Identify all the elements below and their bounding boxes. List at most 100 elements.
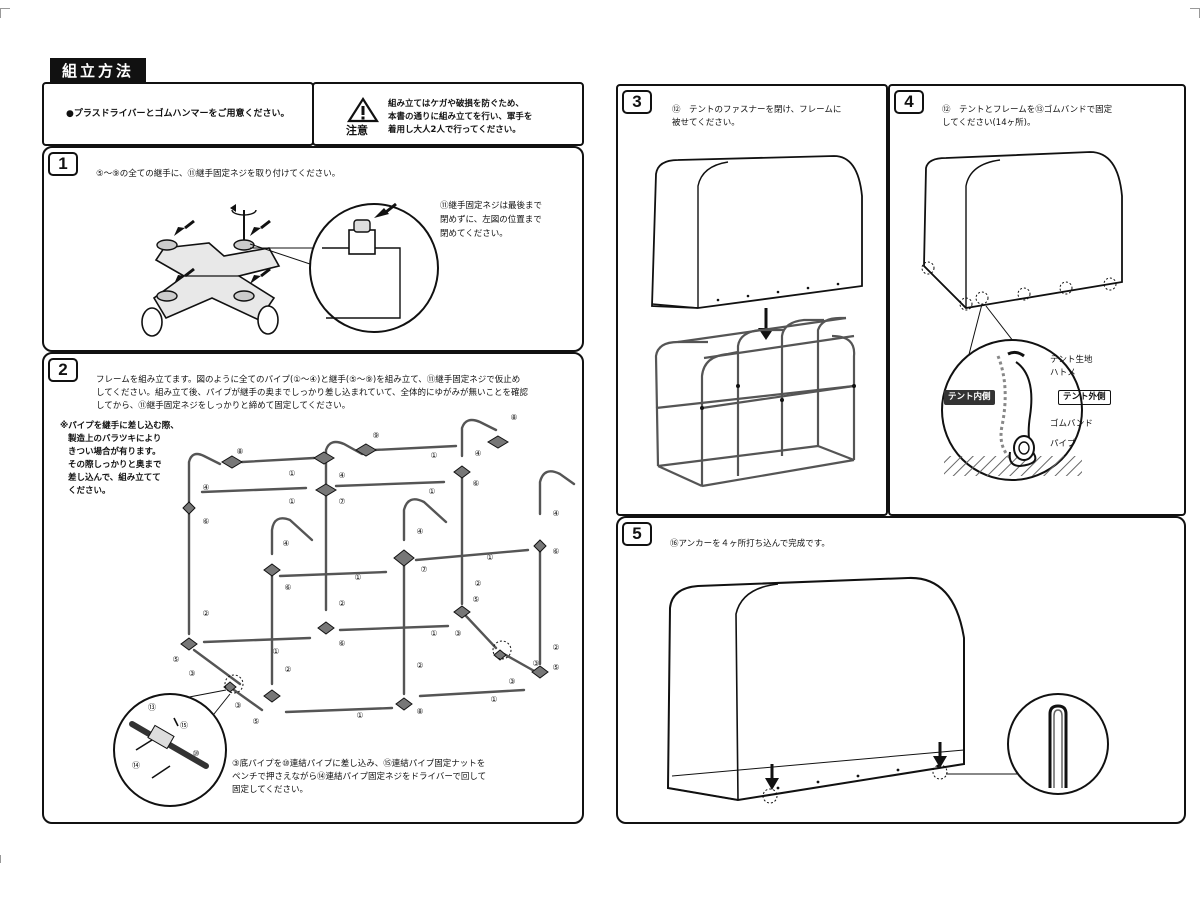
label-pipe-14: ⑭ — [132, 761, 140, 770]
caution-line-3: 着用し大人2人で行ってください。 — [388, 125, 521, 135]
tools-note: ●プラスドライバーとゴムハンマーをご用意ください。 — [66, 109, 290, 119]
frame-exploded-diagram: ① ① ④ ④ ① ⑦ ① ⑥ ④ ⑥ ④ ④ ④ ⑥ ① ⑦ ① ⑥ ② ② … — [113, 413, 576, 807]
step-2-side-note-line-5: 差し込んで、組み立てて — [68, 473, 161, 483]
caution-label: 注意 — [346, 124, 368, 137]
label-pipe-4: ④ — [282, 539, 289, 548]
step-1-note-line-1: ⑪継手固定ネジは最後まで — [440, 201, 543, 211]
label-pipe-5: ⑤ — [252, 717, 259, 726]
step-2-bottom-note-line-2: ペンチで押さえながら⑭連結パイプ固定ネジをドライバーで回して — [232, 772, 487, 782]
label-pipe-1: ① — [430, 451, 437, 460]
label-pipe-1: ① — [288, 469, 295, 478]
cross-joint-illustration — [141, 202, 439, 337]
label-pipe-4: ④ — [338, 471, 345, 480]
step-2-instruction-line-3: してから、⑪継手固定ネジをしっかりと締めて固定してください。 — [96, 401, 351, 411]
label-pipe-7: ⑦ — [420, 565, 427, 574]
label-pipe-1: ① — [354, 573, 361, 582]
tent-over-frame-illustration — [651, 155, 863, 488]
caution-line-1: 組み立てはケガや破損を防ぐため、 — [388, 99, 524, 109]
step-4-panel: 4 ⑫ テントとフレームを⑬ゴムバンドで固定 してください(14ヶ所)。 テント… — [888, 84, 1186, 516]
label-tent-fabric: テント生地 — [1050, 355, 1093, 365]
label-pipe-2: ② — [552, 643, 559, 652]
label-tent-inner: テント内側 — [944, 390, 995, 405]
label-rubber-band: ゴムバンド — [1050, 419, 1093, 429]
step-4-instruction-line-1: ⑫ テントとフレームを⑬ゴムバンドで固定 — [942, 105, 1113, 115]
label-pipe-5: ⑤ — [552, 663, 559, 672]
step-5-panel: 5 ⑯アンカーを４ヶ所打ち込んで完成です。 — [616, 516, 1186, 824]
label-pipe-1: ① — [486, 553, 493, 562]
step-3-instruction-line-2: 被せてください。 — [672, 118, 740, 128]
label-pipe-6: ⑥ — [338, 639, 345, 648]
label-pipe-4: ④ — [474, 449, 481, 458]
tools-note-box: ●プラスドライバーとゴムハンマーをご用意ください。 — [42, 82, 314, 146]
crop-mark-top-right — [1190, 8, 1200, 18]
label-pipe-3: ③ — [454, 629, 461, 638]
label-pipe-1: ① — [356, 711, 363, 720]
step-2-number: 2 — [48, 358, 78, 382]
label-pipe-3: ③ — [234, 701, 241, 710]
step-1-instruction: ⑤〜⑨の全ての継手に、⑪継手固定ネジを取り付けてください。 — [96, 169, 341, 179]
label-pipe-15: ⑮ — [180, 721, 188, 730]
step-4-number: 4 — [894, 90, 924, 114]
label-pipe-4: ④ — [416, 527, 423, 536]
step-3-instruction-line-1: ⑫ テントのファスナーを閉け、フレームに — [672, 105, 842, 115]
label-pipe-1: ① — [430, 629, 437, 638]
crop-mark-left — [0, 855, 6, 863]
label-pipe-4: ④ — [552, 509, 559, 518]
completed-tent-illustration — [666, 576, 1109, 804]
label-pipe-2: ② — [474, 579, 481, 588]
label-pipe-6: ⑥ — [552, 547, 559, 556]
warning-icon — [346, 96, 380, 123]
step-5-number: 5 — [622, 522, 652, 546]
step-3-panel: 3 ⑫ テントのファスナーを閉け、フレームに 被せてください。 — [616, 84, 888, 516]
label-pipe-5: ⑤ — [172, 655, 179, 664]
step-5-instruction: ⑯アンカーを４ヶ所打ち込んで完成です。 — [670, 539, 830, 549]
label-pipe-1: ① — [272, 647, 279, 656]
caution-box: 注意 組み立てはケガや破損を防ぐため、 本書の通りに組み立てを行い、軍手を 着用… — [312, 82, 584, 146]
label-pipe-2: ② — [284, 665, 291, 674]
label-pipe-1: ① — [288, 497, 295, 506]
step-2-instruction-line-1: フレームを組み立てます。図のように全てのパイプ(①〜④)と継手(⑤〜⑨)を組み立… — [96, 375, 521, 385]
step-4-instruction-line-2: してください(14ヶ所)。 — [942, 118, 1036, 128]
step-1-number: 1 — [48, 152, 78, 176]
step-1-note-line-3: 閉めてください。 — [440, 229, 508, 239]
step-2-side-note-line-1: ※パイプを継手に差し込む際、 — [60, 421, 179, 431]
label-pipe-4: ④ — [202, 483, 209, 492]
label-grommet: ハトメ — [1050, 368, 1076, 378]
step-2-side-note-line-2: 製造上のバラツキにより — [68, 434, 162, 444]
label-pipe-6: ⑥ — [472, 479, 479, 488]
label-tent-outer: テント外側 — [1058, 390, 1111, 405]
label-pipe-6: ⑥ — [284, 583, 291, 592]
label-pipe-1: ① — [428, 487, 435, 496]
label-pipe-9: ⑨ — [372, 431, 379, 440]
step-1-panel: 1 ⑤〜⑨の全ての継手に、⑪継手固定ネジを取り付けてください。 ⑪継手固定ネジは… — [42, 146, 584, 352]
label-pipe-7: ⑦ — [338, 497, 345, 506]
page-title: 組立方法 — [50, 58, 146, 82]
step-2-bottom-note-line-3: 固定してください。 — [232, 785, 308, 795]
caution-line-2: 本書の通りに組み立てを行い、軍手を — [388, 112, 533, 122]
label-pipe-1: ① — [490, 695, 497, 704]
label-pipe-13: ⑬ — [148, 703, 156, 712]
label-pipe-3: ③ — [508, 677, 515, 686]
step-3-number: 3 — [622, 90, 652, 114]
step-2-panel: 2 フレームを組み立てます。図のように全てのパイプ(①〜④)と継手(⑤〜⑨)を組… — [42, 352, 584, 824]
step-1-note-line-2: 閉めずに、左図の位置まで — [440, 215, 542, 225]
label-pipe-5: ⑤ — [472, 595, 479, 604]
label-pipe-3: ③ — [188, 669, 195, 678]
label-pipe-2: ② — [202, 609, 209, 618]
label-pipe-2: ② — [338, 599, 345, 608]
label-pipe-8: ⑧ — [416, 707, 423, 716]
label-pipe-8: ⑧ — [236, 447, 243, 456]
label-pipe-6: ⑥ — [202, 517, 209, 526]
step-2-instruction-line-2: してください。組み立て後、パイプが継手の奥までしっかり差し込まれていて、全体的に… — [96, 388, 529, 398]
step-2-side-note-line-4: その際しっかりと奥まで — [68, 460, 162, 470]
step-2-side-note-line-3: きつい場合が有ります。 — [68, 447, 161, 457]
label-pipe: パイプ — [1050, 439, 1076, 449]
crop-mark-top-left — [0, 8, 10, 18]
step-2-bottom-note-line-1: ③底パイプを⑩連結パイプに差し込み、⑮連結パイプ固定ナットを — [232, 759, 486, 769]
step-2-side-note-line-6: ください。 — [68, 486, 111, 496]
label-pipe-8: ⑧ — [510, 413, 517, 422]
label-pipe-10: ⑩ — [192, 749, 199, 758]
label-pipe-3: ③ — [532, 659, 539, 668]
tent-band-illustration — [921, 151, 1123, 481]
label-pipe-2: ② — [416, 661, 423, 670]
